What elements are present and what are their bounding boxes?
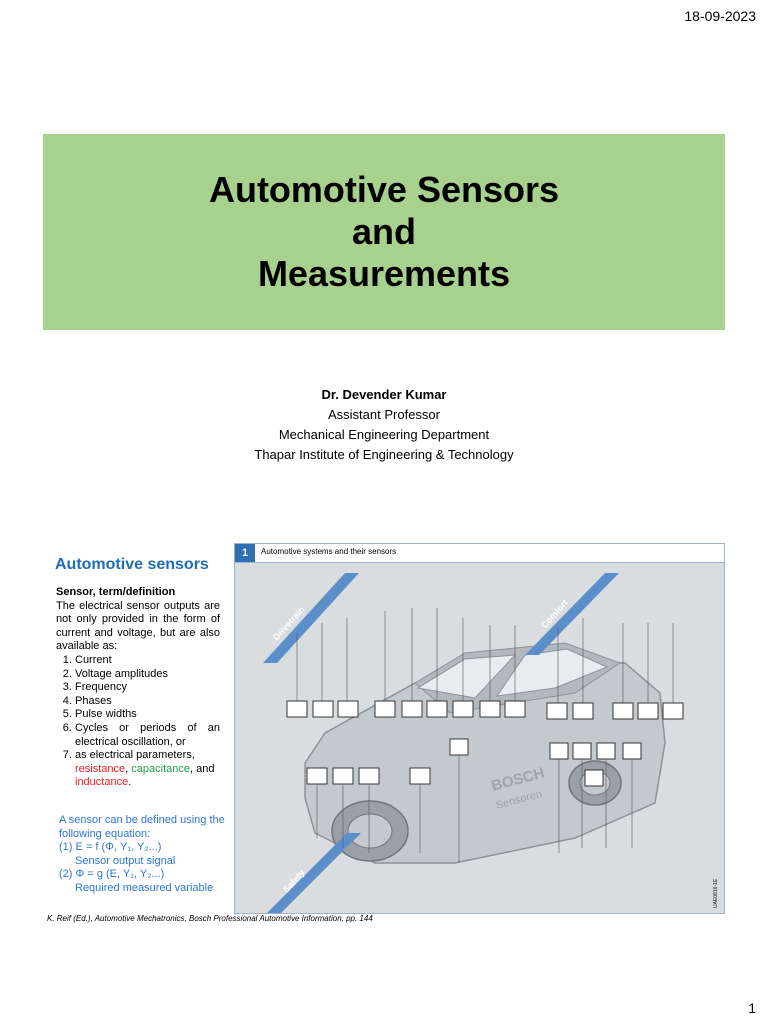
reference-citation: K. Reif (Ed.), Automotive Mechatronics, … — [47, 914, 373, 923]
inductance-text: inductance — [75, 776, 129, 789]
author-position: Assistant Professor — [328, 407, 440, 422]
sensor-icon — [479, 700, 501, 718]
sensor-figure: 1 Automotive systems and their sensors B… — [234, 543, 725, 914]
output-list: Current Voltage amplitudes Frequency Pha… — [56, 654, 220, 790]
sensor-icon — [374, 700, 396, 718]
sensor-icon — [306, 767, 328, 785]
list-item: Frequency — [75, 681, 220, 695]
sensor-icon — [662, 702, 684, 720]
sensor-icon — [584, 769, 604, 787]
car-side-window — [495, 648, 609, 697]
list-item: Cycles or periods of an electrical oscil… — [75, 722, 220, 749]
equation-block: A sensor can be defined using the follow… — [59, 814, 234, 896]
capacitance-text: capacitance — [131, 762, 190, 775]
car-sensor-diagram: BOSCH Sensoren Drivetrain Comfort Safety — [263, 573, 719, 913]
figure-illustration: BOSCH Sensoren Drivetrain Comfort Safety — [235, 563, 724, 913]
sensor-icon — [332, 767, 354, 785]
sensor-icons-bottom — [306, 738, 642, 787]
leader-lines-bottom — [316, 755, 633, 863]
sensor-icon — [596, 742, 616, 760]
equation-1: (1) E = f (Φ, Y₁, Y₂...) — [59, 841, 162, 854]
figure-header: 1 Automotive systems and their sensors — [235, 544, 724, 563]
page-number: 1 — [748, 1000, 756, 1016]
list-item: Voltage amplitudes — [75, 668, 220, 682]
definition-subtitle: Sensor, term/definition — [56, 586, 176, 598]
sensor-icon — [572, 742, 592, 760]
equation-2-desc: Required measured variable — [75, 881, 214, 894]
list-item: Phases — [75, 695, 220, 709]
safety-band — [267, 833, 361, 913]
author-institute: Thapar Institute of Engineering & Techno… — [254, 447, 514, 462]
front-wheel-hub — [347, 813, 393, 849]
sensor-icon — [286, 700, 308, 718]
sensor-icon — [401, 700, 423, 718]
and-text: and — [196, 762, 215, 775]
resistance-text: resistance — [75, 762, 126, 775]
figure-code: UAE0816-1E — [713, 878, 719, 908]
sensor-icon — [337, 700, 359, 718]
sensor-icon — [612, 702, 634, 720]
author-department: Mechanical Engineering Department — [278, 427, 490, 442]
author-block: Dr. Devender Kumar Assistant Professor M… — [0, 385, 768, 465]
sensor-icon — [449, 738, 469, 756]
sensor-icon — [504, 700, 526, 718]
list-item: Current — [75, 654, 220, 668]
title-line-1: Automotive Sensors — [208, 169, 560, 210]
title-line-3: Measurements — [257, 253, 511, 294]
list-item: as electrical parameters, resistance, ca… — [75, 749, 220, 790]
list-item: Pulse widths — [75, 708, 220, 722]
equation-intro: A sensor can be defined using the follow… — [59, 814, 225, 840]
title-banner: Automotive Sensors and Measurements — [43, 134, 725, 330]
sensor-icon — [426, 700, 448, 718]
leader-lines-top — [296, 608, 674, 711]
sensor-icon — [452, 700, 474, 718]
sensor-icon — [637, 702, 659, 720]
drivetrain-band — [263, 573, 359, 663]
definition-intro: The electrical sensor outputs are not on… — [56, 599, 220, 653]
sensor-icon — [549, 742, 569, 760]
sensor-icon — [312, 700, 334, 718]
list-item-text: as electrical parameters, — [75, 749, 195, 762]
slide-date: 18-09-2023 — [684, 8, 756, 24]
section-title: Automotive sensors — [55, 556, 209, 573]
definition-block: Sensor, term/definition The electrical s… — [56, 586, 220, 790]
figure-number: 1 — [235, 544, 255, 562]
sensor-icons-top — [286, 700, 684, 720]
sensor-icon — [358, 767, 380, 785]
sensor-icon — [546, 702, 568, 720]
title-line-2: and — [351, 211, 416, 252]
sensor-icon — [622, 742, 642, 760]
sensor-icon — [572, 702, 594, 720]
figure-caption: Automotive systems and their sensors — [261, 547, 397, 556]
sensor-icon — [409, 767, 431, 785]
author-name: Dr. Devender Kumar — [321, 387, 447, 402]
comfort-band — [525, 573, 619, 655]
equation-1-desc: Sensor output signal — [75, 854, 176, 867]
equation-2: (2) Φ = g (E, Y₁, Y₂...) — [59, 868, 165, 881]
